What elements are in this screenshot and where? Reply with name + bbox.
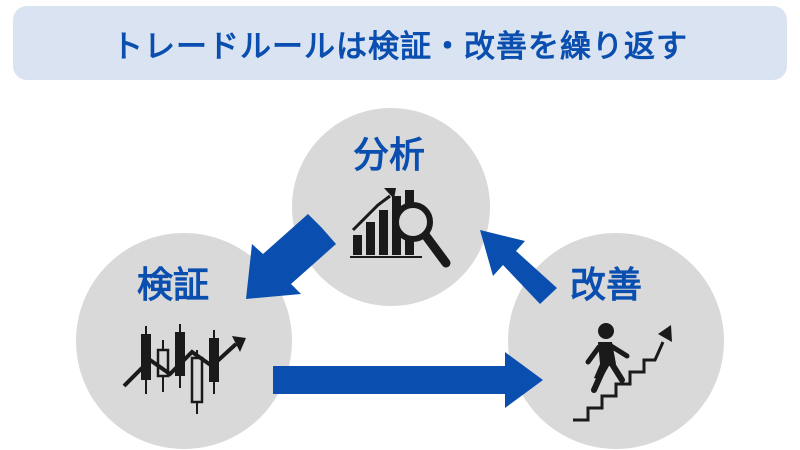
chart-magnifier-icon <box>350 188 451 268</box>
analysis-node-circle <box>292 108 490 306</box>
arrow-improve-to-analysis <box>480 230 557 304</box>
improve-node-label: 改善 <box>570 265 643 306</box>
verify-node-label: 検証 <box>137 265 210 306</box>
stairs-climber-icon <box>573 323 672 422</box>
improve-node-circle <box>508 233 724 449</box>
diagram-title: トレードルールは検証・改善を繰り返す <box>112 28 688 65</box>
candlestick-chart-icon <box>122 324 246 414</box>
arrow-analysis-to-verify <box>246 214 336 299</box>
title-banner: トレードルールは検証・改善を繰り返す <box>13 6 787 80</box>
analysis-node-label: 分析 <box>353 135 426 176</box>
arrow-verify-to-improve <box>273 352 543 408</box>
